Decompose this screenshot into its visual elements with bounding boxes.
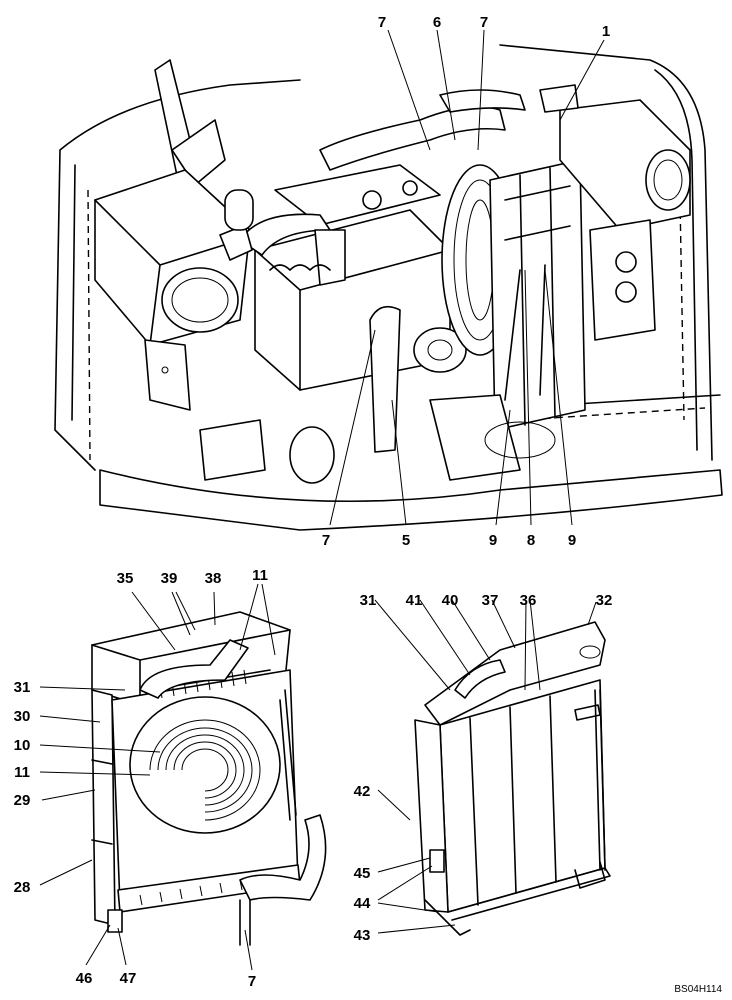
callout-11: 11 (14, 764, 30, 781)
callout-6: 6 (433, 14, 441, 31)
radiator-rear-callouts: 31 41 40 37 36 32 42 45 44 43 (354, 592, 613, 944)
callout-30: 30 (14, 708, 31, 725)
callout-7: 7 (480, 14, 488, 31)
callout-31: 31 (360, 592, 377, 609)
callout-44: 44 (354, 895, 371, 912)
callout-40: 40 (442, 592, 459, 609)
callout-28: 28 (14, 879, 31, 896)
callout-45: 45 (354, 865, 371, 882)
callout-7: 7 (322, 532, 330, 549)
callout-42: 42 (354, 783, 371, 800)
callout-9: 9 (489, 532, 497, 549)
callout-5: 5 (402, 532, 410, 549)
callout-1: 1 (602, 23, 610, 40)
callout-46: 46 (76, 970, 93, 987)
top-view-callouts: 7 6 7 1 7 5 9 8 9 (322, 14, 610, 549)
callout-31: 31 (14, 679, 31, 696)
callout-43: 43 (354, 927, 371, 944)
callout-7: 7 (378, 14, 386, 31)
radiator-front-callouts: 35 39 38 11 31 30 10 11 29 28 46 47 7 (14, 567, 268, 990)
callout-8: 8 (527, 532, 535, 549)
callout-32: 32 (596, 592, 613, 609)
radiator-front-view (39, 583, 327, 971)
callout-37: 37 (482, 592, 499, 609)
callout-9: 9 (568, 532, 576, 549)
callout-7: 7 (248, 973, 256, 990)
callout-47: 47 (120, 970, 137, 987)
callout-36: 36 (520, 592, 537, 609)
callout-11: 11 (252, 567, 268, 584)
callout-29: 29 (14, 792, 31, 809)
callout-39: 39 (161, 570, 178, 587)
radiator-rear-view (374, 599, 611, 936)
engine-compartment-view (54, 29, 723, 531)
figure-code: BS04H114 (674, 984, 722, 995)
callout-35: 35 (117, 570, 134, 587)
callout-41: 41 (406, 592, 423, 609)
callout-38: 38 (205, 570, 222, 587)
callout-10: 10 (14, 737, 31, 754)
